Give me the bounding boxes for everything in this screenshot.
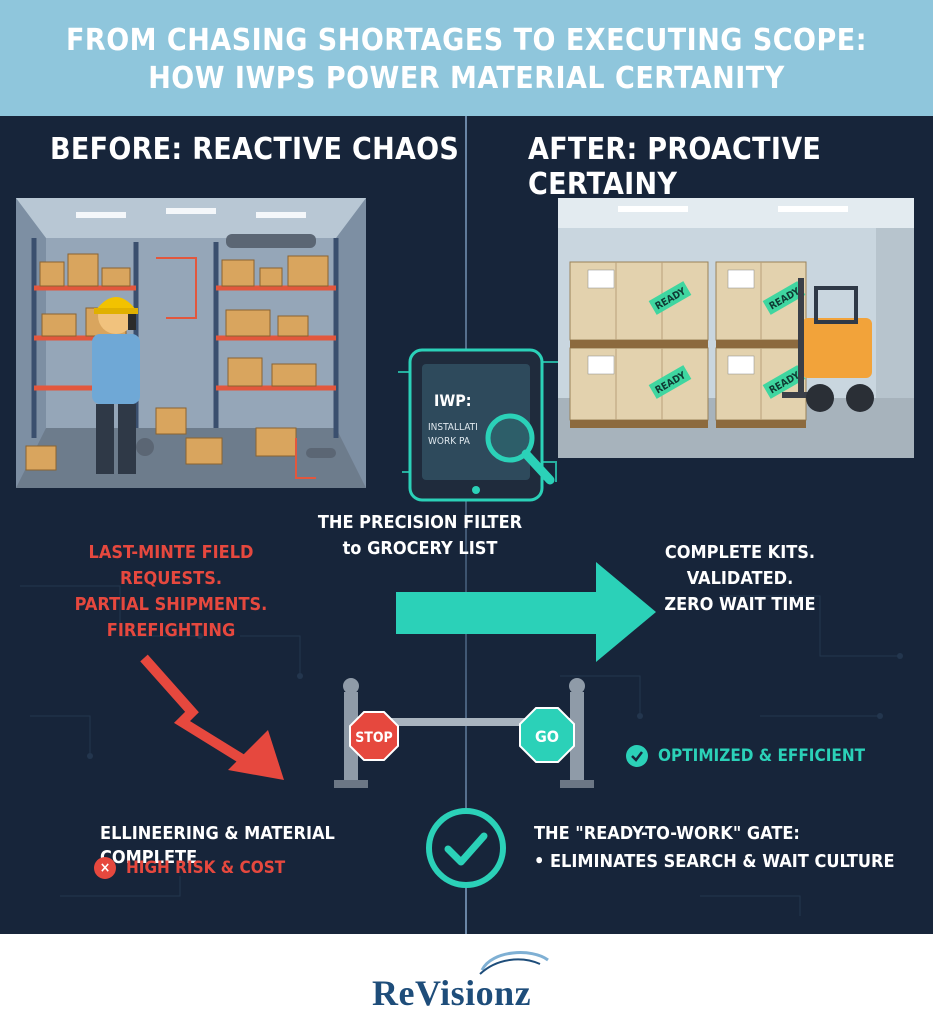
logo-swoosh-icon <box>479 951 549 975</box>
title-line-1: FROM CHASING SHORTAGES TO EXECUTING SCOP… <box>65 23 868 58</box>
check-circle-icon <box>626 745 648 767</box>
issue-line-3: FIREFIGHTING <box>106 620 236 641</box>
before-issues: LAST-MINTE FIELD REQUESTS. PARTIAL SHIPM… <box>36 540 306 644</box>
chaotic-warehouse-illustration <box>16 198 366 488</box>
stop-label: STOP <box>355 730 393 746</box>
optimized-label: OPTIMIZED & EFFICIENT <box>658 746 866 766</box>
iwp-tablet-illustration: IWP: INSTALLATI WORK PA <box>398 348 558 502</box>
precision-line-2: to GROCERY LIST <box>342 538 498 559</box>
precision-filter-caption: THE PRECISION FILTER to GROCERY LIST <box>310 510 530 562</box>
benefit-line-1: COMPLETE KITS. <box>664 542 816 563</box>
ready-to-work-bullet: • ELIMINATES SEARCH & WAIT CULTURE <box>534 851 895 872</box>
go-sign-icon: GO <box>519 707 575 763</box>
title-line-2: HOW IWPS POWER MATERIAL CERTANITY <box>148 61 785 96</box>
issue-line-2: PARTIAL SHIPMENTS. <box>74 594 268 615</box>
benefit-line-2: VALIDATED. <box>686 568 794 589</box>
material-complete-status: ELLINEERING & MATERIAL COMPLETE <box>100 823 335 868</box>
stop-sign-icon: STOP <box>349 711 399 761</box>
tablet-heading: IWP: <box>434 391 472 410</box>
issue-line-1: LAST-MINTE FIELD REQUESTS. <box>88 542 254 589</box>
logo-text: ReVisionz <box>372 973 532 1013</box>
x-circle-icon: × <box>94 857 116 879</box>
large-check-circle-icon <box>426 808 506 888</box>
main-panel: BEFORE: REACTIVE CHAOS AFTER: PROACTIVE … <box>0 116 933 934</box>
circuit-background <box>20 585 903 916</box>
header-banner: FROM CHASING SHORTAGES TO EXECUTING SCOP… <box>0 0 933 116</box>
footer: ReVisionz <box>0 934 933 1024</box>
after-title: AFTER: PROACTIVE CERTAINY <box>528 132 822 202</box>
precision-line-1: THE PRECISION FILTER <box>317 512 523 533</box>
ready-to-work-title: THE "READY-TO-WORK" GATE: <box>534 823 800 844</box>
revisionz-logo: ReVisionz <box>372 950 568 1018</box>
stop-go-gate-illustration: STOP GO <box>334 678 594 788</box>
tablet-line-2: WORK PA <box>428 436 471 447</box>
go-label: GO <box>535 727 559 746</box>
before-title: BEFORE: REACTIVE CHAOS <box>50 132 460 167</box>
risk-label: HIGH RISK & COST <box>126 858 286 878</box>
center-divider <box>465 116 467 934</box>
after-benefits: COMPLETE KITS. VALIDATED. ZERO WAIT TIME <box>640 540 840 618</box>
decline-arrow-icon <box>140 654 284 780</box>
right-arrow-icon <box>396 562 656 662</box>
tablet-line-1: INSTALLATI <box>428 422 478 433</box>
magnifier-icon <box>485 413 555 485</box>
benefit-line-3: ZERO WAIT TIME <box>664 594 816 615</box>
